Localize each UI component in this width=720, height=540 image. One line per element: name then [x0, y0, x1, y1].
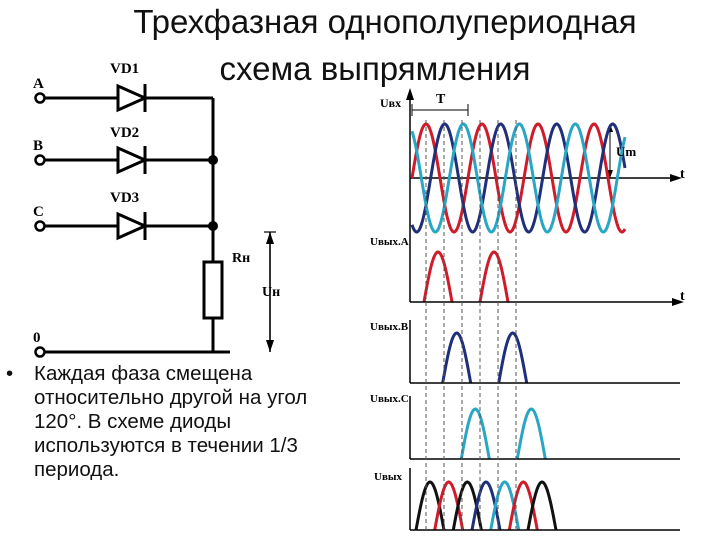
out-a-halfwave	[478, 250, 510, 303]
input-time-arrow	[670, 174, 682, 182]
label-out-sum: Uвых	[374, 471, 402, 483]
label-amplitude: Um	[616, 144, 636, 159]
title-line-1: Трехфазная однополупериодная	[133, 3, 637, 40]
label-input-b: B	[33, 138, 43, 154]
waveform-panel: Uвх T Um t t Uвых.A Uвых.B Uвых.C Uвых	[370, 88, 685, 531]
terminal-b	[34, 154, 46, 166]
junction-c	[208, 221, 218, 231]
junction-b	[208, 155, 218, 165]
voltage-arrow-head-bottom	[266, 340, 274, 352]
label-vd2: VD2	[110, 125, 139, 141]
label-load-voltage: Uн	[262, 285, 280, 300]
label-input-a: A	[33, 76, 44, 92]
terminal-a	[34, 92, 46, 104]
title-line-2: схема выпрямления	[219, 50, 531, 87]
bullet-text: Каждая фаза смещена относительно другой …	[34, 362, 308, 481]
out-sum-halfwave	[526, 480, 558, 531]
label-out-c: Uвых.C	[370, 393, 409, 405]
terminal-zero	[34, 346, 46, 358]
phase-guide-lines	[425, 120, 517, 530]
label-vd1: VD1	[110, 61, 139, 77]
out-c-halfwave	[459, 407, 491, 460]
diode-vd3	[116, 211, 149, 241]
diode-vd2	[116, 145, 149, 175]
voltage-arrow-head-top	[266, 232, 274, 244]
out-a-arrow	[672, 298, 684, 306]
phase-b-input-wave	[410, 122, 627, 234]
label-input-voltage: Uвх	[380, 96, 401, 110]
terminal-c	[34, 220, 46, 232]
circuit	[40, 96, 276, 354]
label-load: Rн	[232, 251, 250, 266]
label-input-zero: 0	[33, 330, 41, 346]
phase-a-input-wave	[410, 122, 627, 234]
label-input-c: C	[33, 204, 44, 220]
resistor-rn	[202, 260, 224, 320]
diode-vd1	[116, 83, 149, 113]
out-a-halfwave	[422, 250, 454, 303]
wave-traces	[410, 122, 627, 531]
label-period: T	[436, 92, 446, 107]
bullet-dot: •	[6, 362, 14, 385]
phase-c-input-wave	[410, 122, 627, 234]
label-time-input: t	[680, 167, 685, 182]
out-b-halfwave	[441, 331, 473, 384]
label-out-a: Uвых.A	[370, 236, 409, 248]
label-time-output: t	[680, 289, 685, 304]
out-b-halfwave	[497, 331, 529, 384]
out-c-halfwave	[515, 407, 547, 460]
label-vd3: VD3	[110, 190, 139, 206]
input-y-arrow	[406, 88, 414, 100]
label-out-b: Uвых.B	[370, 321, 409, 333]
